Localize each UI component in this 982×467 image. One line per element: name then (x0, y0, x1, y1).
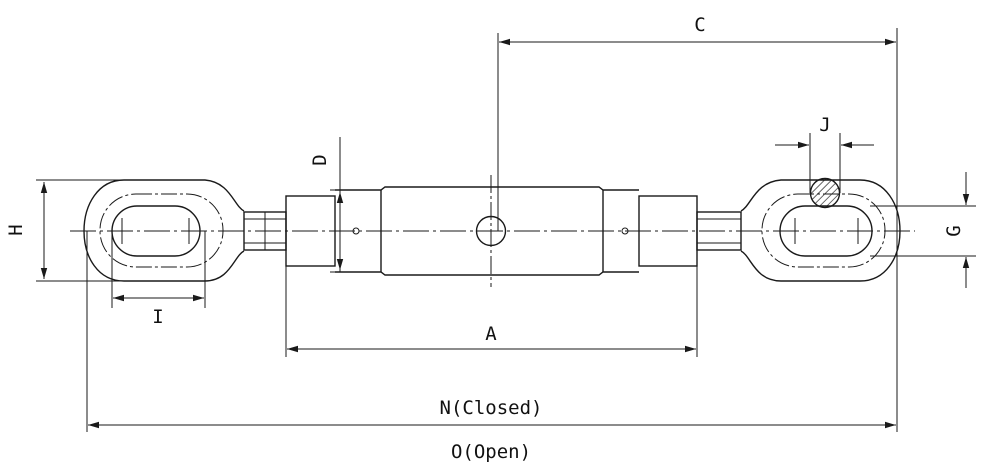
right-threaded-rod (696, 211, 742, 251)
label-h: H (5, 224, 27, 235)
dim-h (36, 179, 124, 282)
turnbuckle-body (285, 175, 698, 287)
label-c: C (694, 14, 705, 36)
dim-j (775, 133, 874, 193)
label-a: A (485, 323, 497, 345)
label-d: D (309, 154, 331, 165)
dim-i (111, 231, 206, 308)
dim-a (285, 266, 698, 357)
wire-section-hatched (809, 177, 841, 209)
dim-c (497, 28, 898, 432)
right-eye (740, 177, 901, 282)
dim-n-o (86, 231, 896, 432)
label-o-open: O(Open) (451, 441, 531, 463)
dim-d (330, 137, 370, 273)
label-g: G (943, 225, 965, 236)
label-j: J (819, 114, 830, 136)
left-eye (83, 179, 245, 282)
dim-g (870, 172, 976, 288)
label-n-closed: N(Closed) (440, 397, 543, 419)
label-i: I (152, 306, 163, 328)
